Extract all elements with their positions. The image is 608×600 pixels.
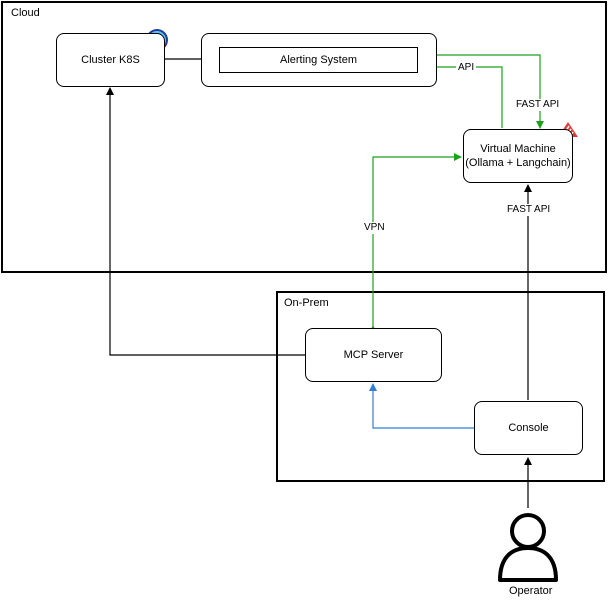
edge-console-to-mcp [369, 383, 474, 429]
cloud-container [1, 1, 607, 273]
cloud-label: Cloud [11, 7, 40, 19]
edge-vpn [369, 153, 462, 333]
edge-vm-to-alerting [417, 63, 503, 128]
vm-label-line2: (Ollama + Langchain) [465, 157, 571, 169]
console-node: Console [474, 401, 583, 455]
on-prem-label: On-Prem [284, 297, 329, 309]
mcp-server-node: MCP Server [305, 328, 442, 382]
operator-icon [498, 513, 558, 582]
cluster-k8s-node: Cluster K8S [56, 33, 165, 87]
console-label: Console [508, 422, 549, 434]
vm-label-line1: Virtual Machine [480, 143, 556, 155]
api-edge-label: API [456, 62, 477, 74]
fast-api-bottom-label: FAST API [505, 204, 553, 216]
operator-label: Operator [507, 585, 555, 597]
fast-api-top-label: FAST API [514, 99, 562, 111]
virtual-machine-node: Virtual Machine (Ollama + Langchain) [463, 129, 573, 183]
alerting-system-label: Alerting System [279, 54, 358, 66]
mcp-server-label: MCP Server [343, 349, 404, 361]
alerting-system-node: Alerting System [219, 47, 418, 73]
vpn-edge-label: VPN [362, 222, 387, 234]
edge-mcp-to-cluster [106, 87, 305, 356]
cluster-k8s-label: Cluster K8S [81, 54, 140, 66]
